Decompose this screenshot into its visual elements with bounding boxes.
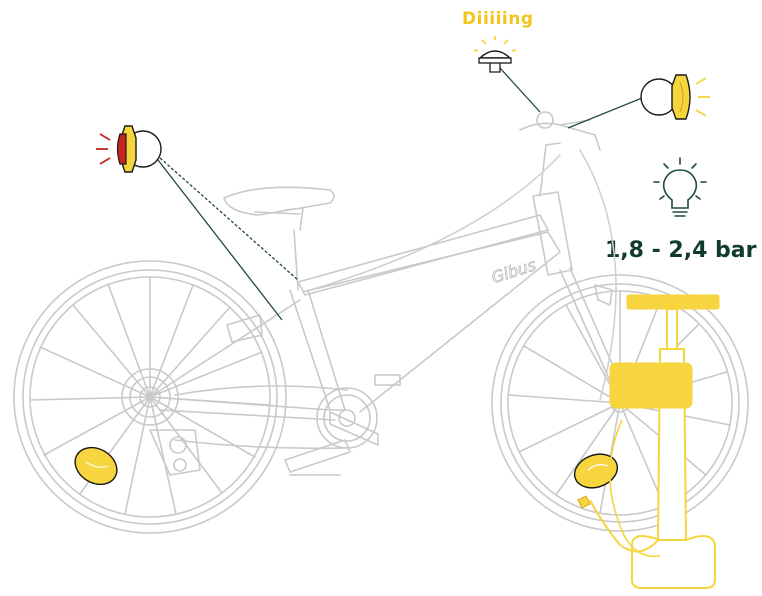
lightbulb-icon <box>654 158 706 216</box>
rear-light-icon <box>96 126 161 172</box>
bicycle-frame <box>122 112 628 475</box>
bell-icon <box>474 36 516 72</box>
frame-logo: Gibus <box>489 255 538 287</box>
front-light-icon <box>641 75 710 119</box>
floor-pump-icon <box>578 295 719 588</box>
callout-lines <box>158 68 642 320</box>
